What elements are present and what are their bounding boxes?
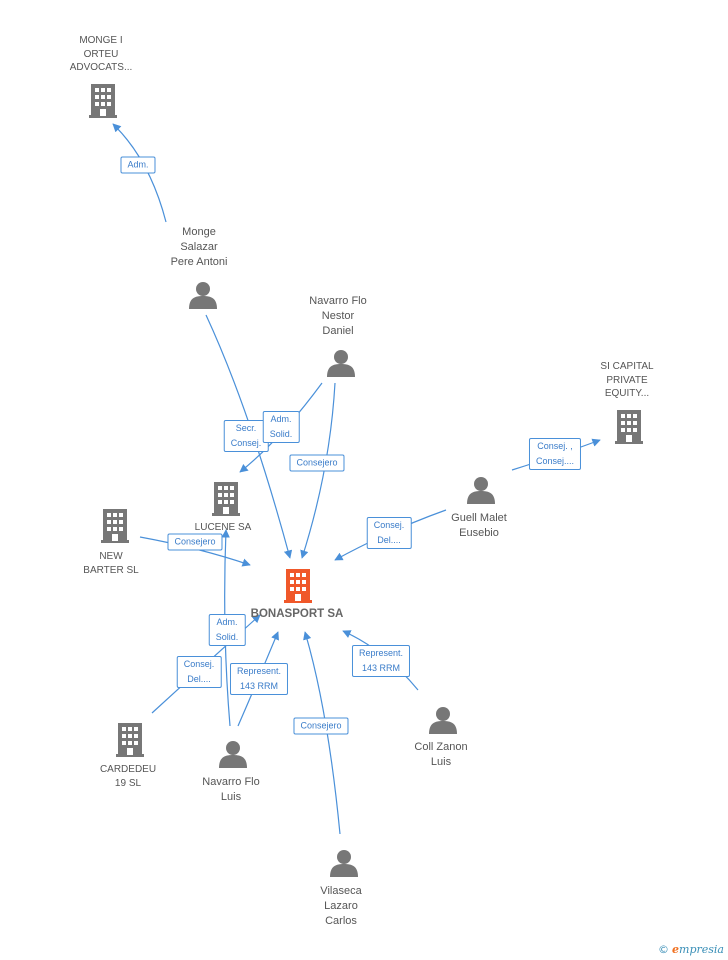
edge-label-secr-consej: Secr. Consej.: [223, 420, 269, 452]
brand-initial: e: [672, 943, 680, 956]
edge-label-consejero: Consejero: [289, 454, 345, 472]
person-icon: [330, 850, 358, 877]
node-navarro-nestor-label[interactable]: Navarro Flo Nestor Daniel: [309, 295, 367, 337]
edge-label-consej-consej: Consej. , Consej....: [528, 438, 582, 470]
building-icon: [89, 84, 117, 118]
person-icon: [189, 282, 217, 309]
edge-label-consejero: Consejero: [293, 717, 349, 735]
node-new-barter-label[interactable]: NEW BARTER SL: [83, 551, 139, 576]
brand-name: mpresia: [679, 943, 724, 956]
copyright-icon: ©: [658, 943, 670, 956]
node-lucene-label[interactable]: LUCENE SA: [194, 522, 252, 533]
building-icon: [212, 482, 240, 516]
edge-label-adm-solid: Adm. Solid.: [262, 411, 300, 443]
building-icon: [101, 509, 129, 543]
edge-label-consej-del: Consej. Del....: [366, 517, 412, 549]
person-icon: [219, 741, 247, 768]
icons: [89, 84, 643, 877]
node-monge-salazar-label[interactable]: Monge Salazar Pere Antoni: [170, 226, 228, 268]
person-icon: [429, 707, 457, 734]
node-si-capital-label[interactable]: SI CAPITAL PRIVATE EQUITY...: [600, 361, 654, 399]
building-icon: [116, 723, 144, 757]
empresia-footer[interactable]: ©empresia: [658, 943, 724, 956]
building-icon: [284, 569, 312, 603]
node-guell-malet-label[interactable]: Guell Malet Eusebio: [451, 512, 507, 539]
node-cardedeu-label[interactable]: CARDEDEU 19 SL: [99, 764, 157, 789]
node-vilaseca-label[interactable]: Vilaseca Lazaro Carlos: [320, 885, 362, 927]
edge-label-adm-solid: Adm. Solid.: [208, 614, 246, 646]
edge-label-consejero: Consejero: [167, 533, 223, 551]
node-coll-zanon-label[interactable]: Coll Zanon Luis: [414, 741, 468, 768]
edge-label-represent: Represent. 143 RRM: [229, 663, 289, 695]
node-bonasport-label[interactable]: BONASPORT SA: [250, 608, 344, 620]
node-navarro-luis-label[interactable]: Navarro Flo Luis: [202, 776, 260, 803]
edge-label-represent: Represent. 143 RRM: [351, 645, 411, 677]
edge-label-consej-del: Consej. Del....: [176, 656, 222, 688]
edge-label-adm: Adm.: [120, 156, 156, 174]
person-icon: [327, 350, 355, 377]
node-monge-orteu-label[interactable]: MONGE I ORTEU ADVOCATS...: [69, 35, 133, 73]
building-icon: [615, 410, 643, 444]
person-icon: [467, 477, 495, 504]
